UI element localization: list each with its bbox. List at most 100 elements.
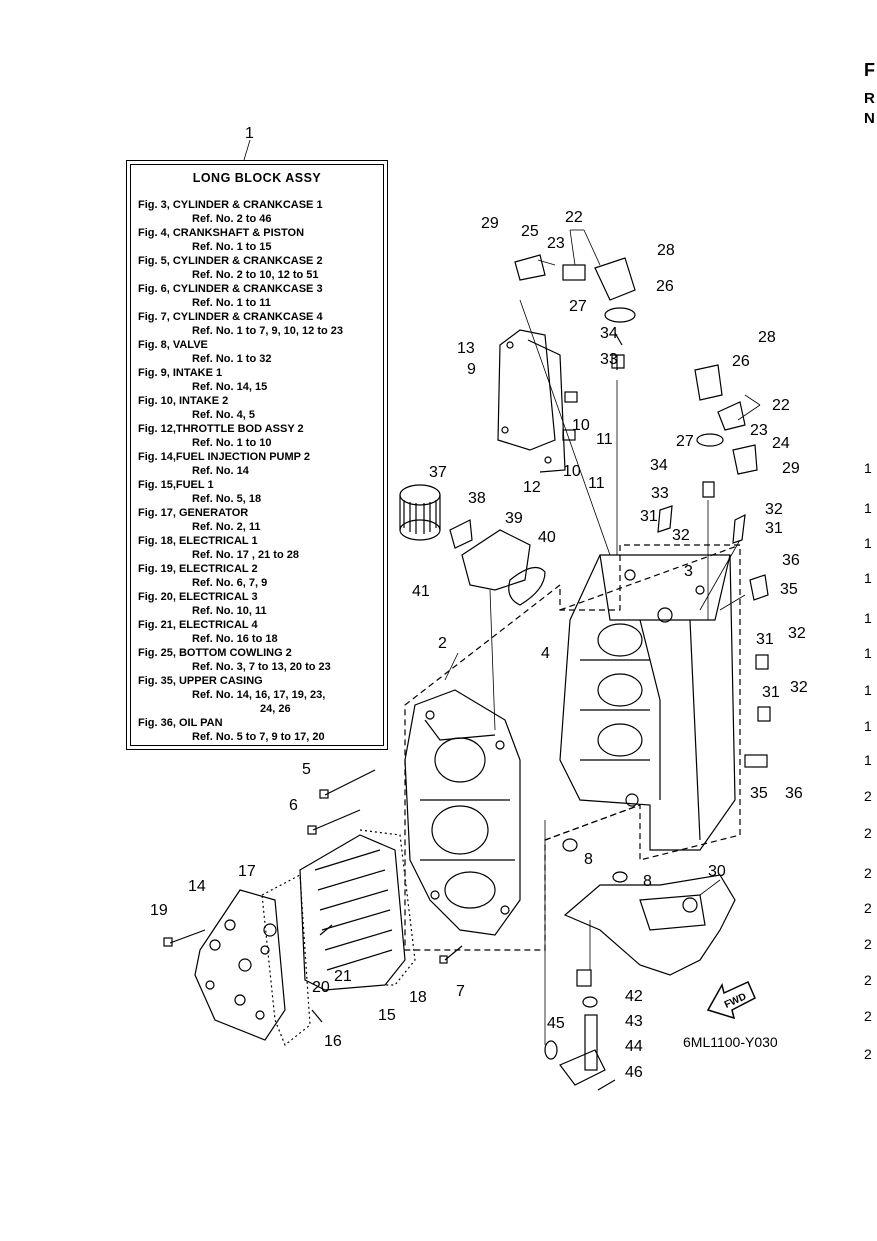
callout: 26	[732, 353, 750, 370]
figure-label: Fig. 35, UPPER CASING	[138, 675, 263, 687]
figure-refs: Ref. No. 6, 7, 9	[192, 577, 268, 589]
callout: 4	[541, 645, 550, 662]
filter-fitting	[449, 519, 473, 549]
callout: 31	[765, 520, 783, 537]
figure-label: Fig. 19, ELECTRICAL 2	[138, 563, 258, 575]
callout: 17	[238, 863, 256, 880]
assy-title: LONG BLOCK ASSY	[192, 171, 322, 185]
figure-refs: Ref. No. 17 , 21 to 28	[192, 549, 299, 561]
callout: 25	[521, 223, 539, 240]
callout: 33	[651, 485, 669, 502]
callout: 20	[312, 979, 330, 996]
figure-label: Fig. 17, GENERATOR	[138, 507, 249, 519]
callout: 34	[600, 325, 618, 342]
figure-entry: Fig. 3, CYLINDER & CRANKCASE 1 Ref. No. 2…	[138, 198, 343, 226]
front-cover	[194, 889, 286, 1041]
edge-number: 2	[864, 900, 872, 916]
figure-refs: Ref. No. 1 to 10	[192, 437, 272, 449]
thermostat-housing-top	[514, 254, 636, 370]
figure-refs: Ref. No. 5, 18	[192, 493, 262, 505]
callout: 22	[772, 397, 790, 414]
callout: 7	[456, 983, 465, 1000]
anode-fittings	[657, 505, 771, 768]
fwd-arrow-icon	[706, 981, 756, 1020]
edge-number: 2	[864, 825, 872, 841]
side-cover	[299, 834, 406, 991]
callout: 15	[378, 1007, 396, 1024]
figure-refs: Ref. No. 14, 15	[192, 381, 268, 393]
callout: 31	[762, 684, 780, 701]
figure-refs: Ref. No. 2, 11	[192, 521, 261, 533]
callout: 33	[600, 351, 618, 368]
callout: 23	[750, 422, 768, 439]
callout: 32	[765, 501, 783, 518]
figure-label: Fig. 15,FUEL 1	[138, 479, 214, 491]
figure-label: Fig. 10, INTAKE 2	[138, 395, 229, 407]
callout: 44	[625, 1038, 643, 1055]
callout: 13	[457, 340, 475, 357]
figure-refs: Ref. No. 1 to 15	[192, 241, 272, 253]
callout: 12	[523, 479, 541, 496]
callout: 6	[289, 797, 298, 814]
callout: 32	[790, 679, 808, 696]
edge-number: 2	[864, 1008, 872, 1024]
thermostat-housing-right	[694, 364, 758, 498]
callout: 40	[538, 529, 556, 546]
callout: 31	[640, 508, 658, 525]
callout: 24	[772, 435, 790, 452]
figure-label: Fig. 18, ELECTRICAL 1	[138, 535, 258, 547]
figure-refs: Ref. No. 2 to 46	[192, 213, 272, 225]
figure-refs: Ref. No. 1 to 7, 9, 10, 12 to 23	[192, 325, 343, 337]
figure-entry: Fig. 19, ELECTRICAL 2 Ref. No. 6, 7, 9	[138, 562, 343, 590]
figure-label: Fig. 12,THROTTLE BOD ASSY 2	[138, 423, 304, 435]
callout: 42	[625, 988, 643, 1005]
edge-number: 1	[864, 645, 872, 661]
callout: 28	[758, 329, 776, 346]
edge-number: 1	[864, 570, 872, 586]
callout: 14	[188, 878, 206, 895]
intake-bracket	[497, 329, 566, 473]
figure-refs: Ref. No. 5 to 7, 9 to 17, 20	[192, 731, 325, 743]
callout: 31	[756, 631, 774, 648]
callout: 9	[467, 361, 476, 378]
figure-refs: Ref. No. 3, 7 to 13, 20 to 23	[192, 661, 331, 673]
callout: 29	[481, 215, 499, 232]
callout: 45	[547, 1015, 565, 1032]
figure-label: Fig. 36, OIL PAN	[138, 717, 223, 729]
callout: 11	[588, 475, 605, 492]
callout: 27	[569, 298, 587, 315]
figure-entry: Fig. 12,THROTTLE BOD ASSY 2 Ref. No. 1 to…	[138, 422, 343, 450]
callout: 8	[584, 851, 593, 868]
figure-list: Fig. 3, CYLINDER & CRANKCASE 1 Ref. No. 2…	[138, 198, 343, 744]
callout: 46	[625, 1064, 643, 1081]
o-ring	[612, 871, 628, 883]
callout: 22	[565, 209, 583, 226]
edge-header-letter: F	[864, 60, 875, 80]
callout: 36	[782, 552, 800, 569]
figure-label: Fig. 4, CRANKSHAFT & PISTON	[138, 227, 305, 239]
figure-label: Fig. 14,FUEL INJECTION PUMP 2	[138, 451, 310, 463]
bolts	[163, 769, 463, 1023]
long-block-assy-box: LONG BLOCK ASSY Fig. 3, CYLINDER & CRANK…	[126, 160, 388, 750]
edge-number: 2	[864, 788, 872, 804]
callout: 1	[245, 125, 254, 142]
callout: 37	[429, 464, 447, 481]
callout: 32	[788, 625, 806, 642]
callout: 10	[572, 417, 590, 434]
figure-label: Fig. 3, CYLINDER & CRANKCASE 1	[138, 199, 323, 211]
callout: 21	[334, 968, 352, 985]
callout: 35	[750, 785, 768, 802]
figure-label: Fig. 20, ELECTRICAL 3	[138, 591, 258, 603]
cover-gasket	[261, 874, 311, 1046]
edge-number: 2	[864, 1046, 872, 1062]
callout: 26	[656, 278, 674, 295]
callout: 3	[684, 563, 693, 580]
figure-refs: Ref. No. 10, 11	[192, 605, 267, 617]
